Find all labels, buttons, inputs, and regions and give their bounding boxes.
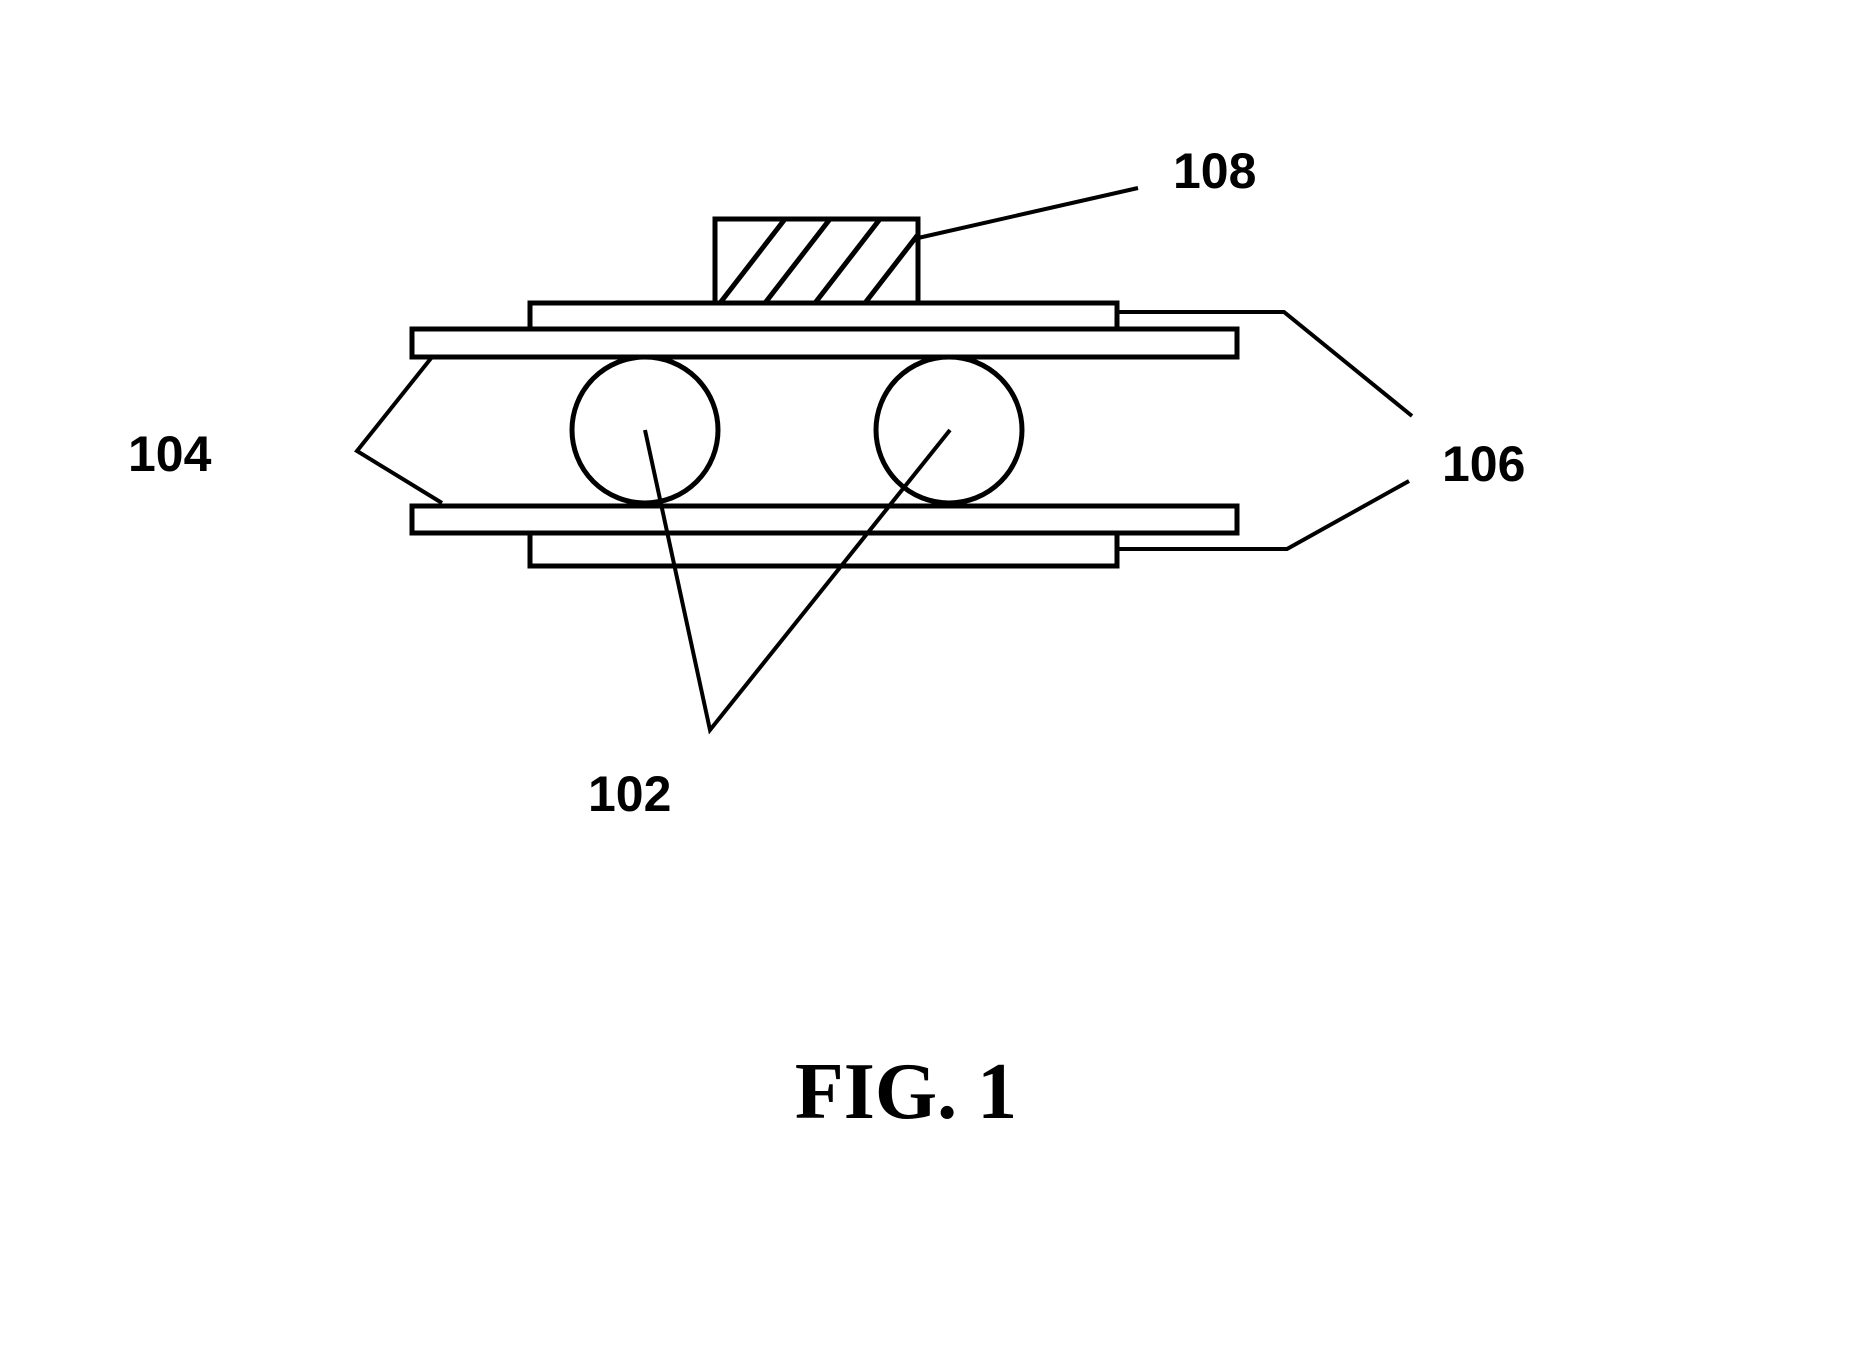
top-outer-layer: [530, 303, 1117, 329]
label-104: 104: [128, 426, 212, 482]
bottom-outer-layer: [530, 533, 1117, 566]
figure-caption: FIG. 1: [795, 1048, 1017, 1136]
top-inner-plate: [412, 329, 1237, 357]
component-108-block: [715, 219, 930, 303]
leader-108: [918, 188, 1138, 238]
bottom-inner-plate: [412, 506, 1237, 533]
label-102: 102: [588, 766, 671, 822]
label-106: 106: [1442, 436, 1525, 492]
leader-104: [357, 357, 442, 503]
label-108: 108: [1173, 143, 1256, 199]
